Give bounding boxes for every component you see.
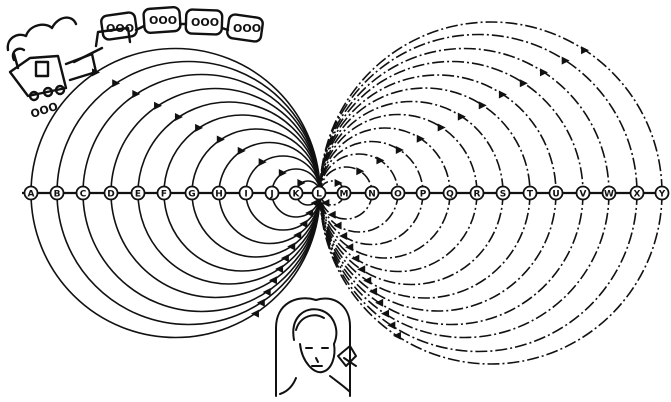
node-label: N bbox=[368, 190, 376, 200]
woman-portrait-icon bbox=[276, 298, 356, 396]
axis-node-p: P bbox=[417, 187, 430, 200]
node-label: I bbox=[244, 190, 247, 200]
node-label: P bbox=[420, 190, 427, 200]
flow-arrow-icon bbox=[297, 179, 305, 187]
node-label: W bbox=[604, 190, 614, 200]
flow-arrow-icon bbox=[263, 288, 271, 296]
node-label: O bbox=[394, 190, 402, 200]
flow-arrow-icon bbox=[154, 102, 162, 110]
flow-arrow-icon bbox=[175, 113, 183, 121]
node-label: A bbox=[28, 190, 35, 200]
node-label: K bbox=[293, 190, 301, 200]
axis-node-e: E bbox=[132, 187, 145, 200]
flow-arrow-icon bbox=[293, 231, 301, 239]
axis-node-d: D bbox=[105, 187, 118, 200]
flow-arrow-icon bbox=[257, 299, 265, 307]
flow-arrow-icon bbox=[479, 101, 487, 109]
axis-node-k: K bbox=[290, 187, 303, 200]
axis-node-q: Q bbox=[444, 187, 457, 200]
axis-node-o: O bbox=[392, 187, 405, 200]
axis-node-l: L bbox=[313, 187, 326, 200]
flow-arrow-icon bbox=[299, 220, 307, 228]
node-label: C bbox=[80, 190, 87, 200]
axis-node-h: H bbox=[213, 187, 226, 200]
flow-arrow-icon bbox=[520, 79, 528, 87]
axis-node-w: W bbox=[603, 187, 616, 200]
node-label: B bbox=[54, 190, 61, 200]
flow-arrow-icon bbox=[112, 79, 120, 87]
axis-node-b: B bbox=[51, 187, 64, 200]
axis-node-j: J bbox=[266, 187, 279, 200]
node-label: E bbox=[135, 190, 141, 200]
axis-node-n: N bbox=[366, 187, 379, 200]
node-label: S bbox=[500, 190, 506, 200]
flow-arrow-icon bbox=[305, 209, 313, 217]
node-label: V bbox=[580, 190, 587, 200]
car-window-label: OOO bbox=[106, 22, 134, 35]
car-window-label: OOO bbox=[233, 22, 261, 35]
axis-node-g: G bbox=[186, 187, 199, 200]
node-label: D bbox=[107, 190, 114, 200]
node-label: H bbox=[215, 190, 223, 200]
car-window-label: OOO bbox=[149, 14, 177, 27]
flow-arrow-icon bbox=[195, 124, 203, 132]
axis-node-c: C bbox=[77, 187, 90, 200]
flow-arrow-icon bbox=[251, 310, 259, 318]
flow-arrow-icon bbox=[217, 136, 225, 144]
axis-node-v: V bbox=[577, 187, 590, 200]
axis-node-m: M bbox=[338, 187, 351, 200]
train-wheel-label: OOO bbox=[29, 100, 60, 121]
axis-node-r: R bbox=[471, 187, 484, 200]
flow-arrow-icon bbox=[287, 242, 295, 250]
flow-arrow-icon bbox=[339, 232, 347, 240]
node-label: R bbox=[474, 190, 481, 200]
axis-node-t: T bbox=[524, 187, 537, 200]
axis-node-s: S bbox=[497, 187, 510, 200]
flow-arrow-icon bbox=[351, 255, 359, 263]
flow-arrow-icon bbox=[259, 158, 267, 166]
node-label: Q bbox=[446, 190, 454, 200]
axis-node-x: X bbox=[631, 187, 644, 200]
flow-arrow-icon bbox=[238, 147, 246, 155]
car-window-label: OOO bbox=[191, 16, 219, 29]
axis-node-u: U bbox=[550, 187, 563, 200]
node-label: X bbox=[634, 190, 641, 200]
node-label: L bbox=[316, 190, 322, 200]
flow-arrow-icon bbox=[279, 169, 287, 177]
node-label: M bbox=[340, 190, 349, 200]
axis-node-a: A bbox=[25, 187, 38, 200]
axis-node-i: I bbox=[240, 187, 253, 200]
flow-arrow-icon bbox=[275, 265, 283, 273]
axis-node-y: Y bbox=[656, 187, 669, 200]
node-label: U bbox=[552, 190, 559, 200]
node-label: G bbox=[188, 190, 195, 200]
node-label: Y bbox=[658, 190, 666, 200]
node-label: J bbox=[269, 190, 273, 200]
flow-arrow-icon bbox=[369, 288, 377, 296]
flow-arrow-icon bbox=[269, 276, 277, 284]
flow-arrow-icon bbox=[132, 90, 140, 98]
node-label: T bbox=[527, 190, 534, 200]
node-label: F bbox=[161, 190, 167, 200]
flow-arrow-icon bbox=[281, 254, 289, 262]
flow-arrow-icon bbox=[438, 123, 446, 131]
flow-arrow-icon bbox=[381, 310, 389, 318]
axis-node-f: F bbox=[158, 187, 171, 200]
